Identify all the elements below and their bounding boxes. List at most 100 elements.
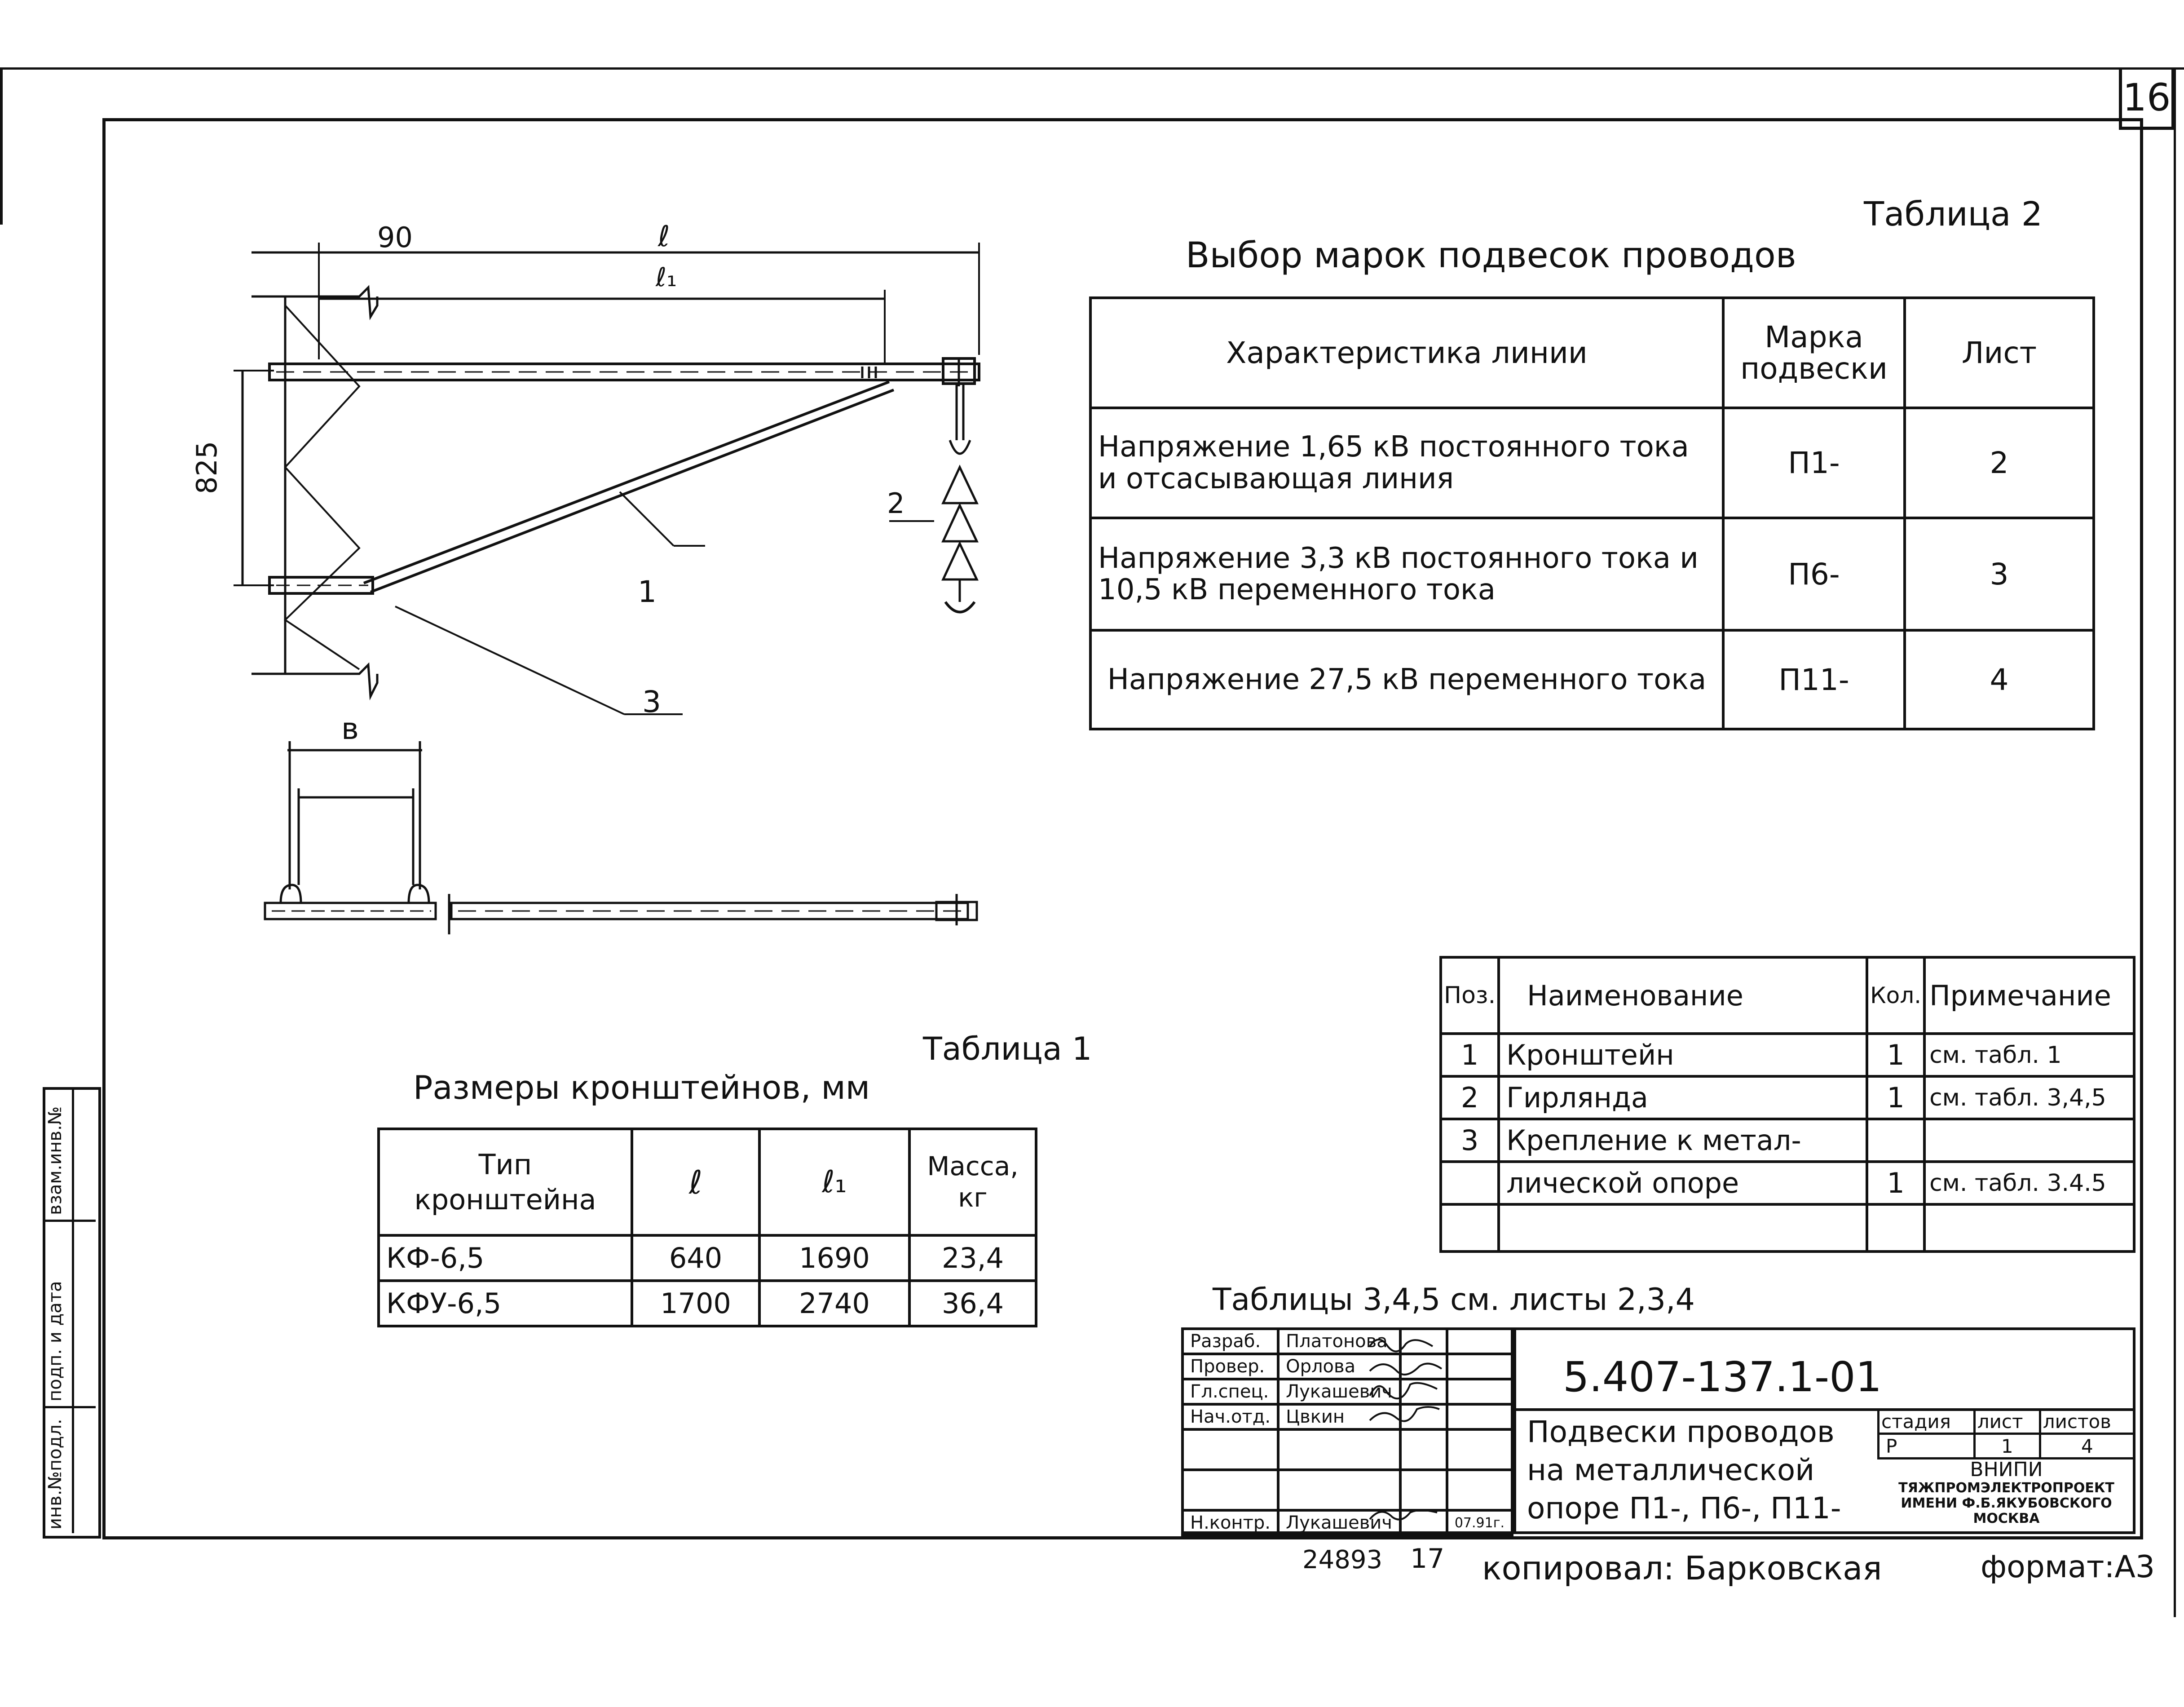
inventory-number: 24893 [1302, 1545, 1383, 1574]
table2-row1-line: Напряжение 1,65 кВ постоянного тока и от… [1089, 407, 1725, 519]
spec-row3-pos: 3 [1439, 1118, 1500, 1163]
spec-header-note: Примечание [1923, 956, 2135, 1035]
date-cell-2 [1445, 1353, 1514, 1380]
spec-row5-qty [1866, 1203, 1926, 1253]
format-label: формат:А3 [1981, 1549, 2155, 1585]
callout-1: 1 [638, 575, 657, 609]
table1-header-l: ℓ [631, 1127, 761, 1237]
spec-row2-note: см. табл. 3,4,5 [1923, 1075, 2135, 1120]
date-cell-5 [1445, 1428, 1514, 1471]
signature-table: Разраб.Платонова Провер.Орлова Гл.спец.Л… [1181, 1327, 1514, 1537]
date-cell-1 [1445, 1327, 1514, 1355]
signer-role-4: Нач.отд. [1181, 1403, 1280, 1431]
bracket-elevation [234, 243, 980, 715]
signature-marks [1369, 1339, 1443, 1521]
table1-row1-l: 640 [631, 1234, 761, 1282]
table1-header-l1: ℓ₁ [758, 1127, 911, 1237]
signer-name-5 [1277, 1428, 1402, 1471]
spec-row4-qty: 1 [1866, 1160, 1926, 1206]
side-label-inventory: инв.№подл. [45, 1419, 66, 1530]
spec-row4-name: лической опоре [1497, 1160, 1869, 1206]
spec-table: Поз. Наименование Кол. Примечание 1 Крон… [1439, 956, 2135, 1253]
doc-name-line3: опоре П1-, П6-, П11- [1527, 1491, 1841, 1526]
callout-3: 3 [642, 685, 661, 719]
org-line1: ВНИПИ [1970, 1458, 2043, 1481]
spec-header-pos: Поз. [1439, 956, 1500, 1035]
signer-name-2: Орлова [1277, 1353, 1402, 1380]
spec-row4-note: см. табл. 3.4.5 [1923, 1160, 2135, 1206]
sheet-value: 1 [1973, 1433, 2041, 1459]
table1-label: Таблица 1 [923, 1030, 1092, 1067]
sheet-top-edge [0, 67, 2184, 70]
dim-l-label: ℓ [658, 220, 670, 253]
table1-row1-l1: 1690 [758, 1234, 911, 1282]
table2-header-sheet: Лист [1903, 296, 2095, 409]
org-line4: МОСКВА [1973, 1511, 2040, 1526]
table2-row2-sheet: 3 [1903, 517, 2095, 632]
spec-row1-note: см. табл. 1 [1923, 1032, 2135, 1078]
inventory-suffix: 17 [1410, 1543, 1445, 1574]
spec-row4-pos [1439, 1160, 1500, 1206]
table1-row1-type: КФ-6,5 [377, 1234, 633, 1282]
signature-7 [1399, 1509, 1448, 1537]
doc-name-line2: на металлической [1527, 1453, 1815, 1487]
table2-row3-mark: П11- [1722, 629, 1906, 730]
signer-role-6 [1181, 1468, 1280, 1512]
spec-header-qty: Кол. [1866, 956, 1926, 1035]
signer-role-2: Провер. [1181, 1353, 1280, 1380]
signer-role-3: Гл.спец. [1181, 1378, 1280, 1406]
table2-row2-mark: П6- [1722, 517, 1906, 632]
signer-name-6 [1277, 1468, 1402, 1512]
side-label-sign-date: подп. и дата [45, 1281, 66, 1402]
sheets-header: листов [2038, 1408, 2136, 1435]
spec-row1-pos: 1 [1439, 1032, 1500, 1078]
callout-2: 2 [887, 487, 905, 520]
spec-header-name: Наименование [1497, 956, 1869, 1035]
side-stamp-divider [72, 1087, 74, 1533]
table2: Характеристика линии Марка подвески Лист… [1089, 296, 2095, 730]
table2-row2-line: Напряжение 3,3 кВ постоянного тока и 10,… [1089, 517, 1725, 632]
signer-name-4: Цвкин [1277, 1403, 1402, 1431]
dim-l1-label: ℓ₁ [656, 262, 677, 292]
stage-value: Р [1877, 1433, 1976, 1459]
doc-name-line1: Подвески проводов [1527, 1415, 1835, 1449]
title-date: 07.91г. [1445, 1509, 1514, 1537]
drawing-frame [102, 118, 2143, 1539]
date-cell-3 [1445, 1378, 1514, 1406]
dim-b-label: в [341, 712, 359, 746]
spec-row3-note [1923, 1118, 2135, 1163]
dim-825-label: 825 [190, 441, 223, 494]
page-number-box: 16 [2119, 68, 2175, 130]
title-block-code-divider [1513, 1408, 2135, 1411]
signer-name-3: Лукашевич [1277, 1378, 1402, 1406]
bracket-plan-view [264, 741, 978, 934]
table1-row2-type: КФУ-6,5 [377, 1279, 633, 1327]
spec-row2-pos: 2 [1439, 1075, 1500, 1120]
side-stamp-sep-2 [43, 1406, 96, 1408]
spec-row5-name [1497, 1203, 1869, 1253]
copied-by: копировал: Барковская [1482, 1549, 1882, 1587]
org-line3: ИМЕНИ Ф.Б.ЯКУБОВСКОГО [1901, 1495, 2112, 1511]
stage-header: стадия [1877, 1408, 1976, 1435]
date-cell-6 [1445, 1468, 1514, 1512]
org-line2: ТЯЖПРОМЭЛЕКТРОПРОЕКТ [1898, 1480, 2114, 1496]
table2-row1-mark: П1- [1722, 407, 1906, 519]
organization-block: ВНИПИ ТЯЖПРОМЭЛЕКТРОПРОЕКТ ИМЕНИ Ф.Б.ЯКУ… [1880, 1460, 2133, 1526]
spec-row2-name: Гирлянда [1497, 1075, 1869, 1120]
doc-code: 5.407-137.1-01 [1563, 1353, 1882, 1401]
table2-row3-line: Напряжение 27,5 кВ переменного тока [1089, 629, 1725, 730]
table2-header-line: Характеристика линии [1089, 296, 1725, 409]
spec-row3-qty [1866, 1118, 1926, 1163]
spec-row2-qty: 1 [1866, 1075, 1926, 1120]
side-label-replace: взам.инв.№ [45, 1106, 66, 1215]
dim-90-label: 90 [377, 221, 413, 254]
signature-2 [1399, 1353, 1448, 1380]
side-stamp-sep-1 [43, 1220, 96, 1222]
table2-label: Таблица 2 [1864, 195, 2043, 234]
spec-row5-note [1923, 1203, 2135, 1253]
table1-row2-l: 1700 [631, 1279, 761, 1327]
spec-row1-name: Кронштейн [1497, 1032, 1869, 1078]
spec-row3-name: Крепление к метал- [1497, 1118, 1869, 1163]
stage-table: стадия лист листов Р 1 4 [1877, 1408, 2136, 1459]
